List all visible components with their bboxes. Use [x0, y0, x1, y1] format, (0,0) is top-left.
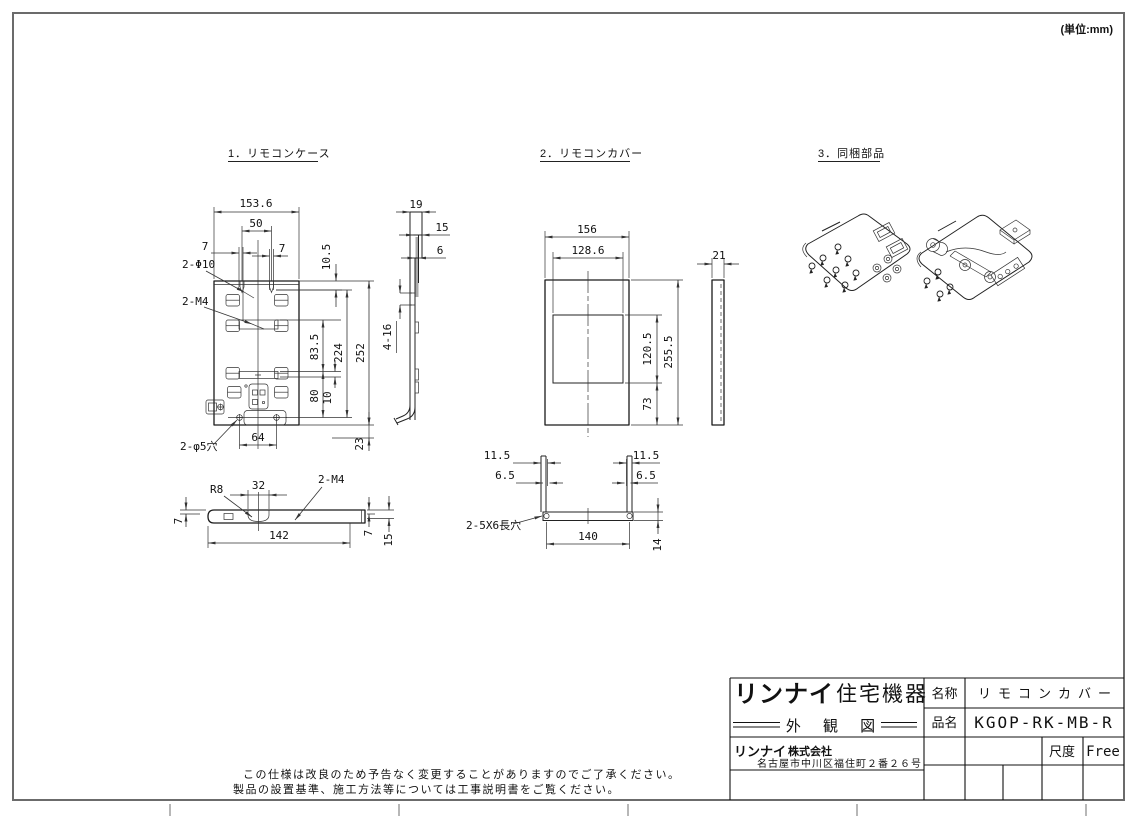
case-section-heading: 1．リモコンケース: [228, 147, 331, 160]
dim-label: R8: [210, 483, 223, 496]
company-type: 株式会社: [788, 744, 832, 758]
case-body-outline: [213, 280, 300, 426]
note-line: 製品の設置基準、施工方法等については工事説明書をご覧ください。: [233, 782, 620, 796]
cover-side-view: 21: [697, 249, 739, 426]
dim-label: 2-M4: [318, 473, 345, 486]
side-clips: [414, 321, 419, 394]
fold-marks: [169, 804, 1087, 816]
dim-label: 10.5: [320, 244, 333, 271]
dim-label: 23: [353, 437, 366, 450]
dim-label: 255.5: [662, 335, 675, 368]
parts-section-heading: 3．同梱部品: [818, 146, 885, 160]
bar-part: [949, 250, 992, 278]
case-front-view: [205, 226, 300, 449]
cover-front-view: 156 128.6 120.5 255.5 73: [544, 223, 683, 437]
cover-section-heading: 2．リモコンカバー: [540, 147, 643, 160]
cover-side-outline: [711, 279, 725, 426]
cover-bottom-view: 11.5 11.5 6.5 6.5 2-5X6長穴 140 14: [466, 449, 664, 552]
dim-label: 7: [202, 240, 209, 253]
case-bottom-outline: [207, 509, 366, 524]
brand-logo: リンナイ: [734, 681, 834, 708]
dim-label: 142: [269, 529, 289, 542]
scale-label: 尺度: [1049, 744, 1075, 759]
dim-label: 19: [409, 198, 422, 211]
dim-label: 83.5: [308, 334, 321, 361]
sheet-frame: (単位:mm): [12, 12, 1125, 816]
dim-label: 11.5: [633, 449, 660, 462]
washers: [872, 254, 902, 283]
dim-label: 15: [435, 221, 448, 234]
dim-label: 2-φ5穴: [180, 439, 218, 453]
dim-label: 7: [362, 530, 375, 537]
dim-label: 15: [382, 533, 395, 546]
name-label: 名称: [931, 686, 957, 701]
block-part: [999, 219, 1031, 245]
dim-label: 2-5X6長穴: [466, 518, 521, 532]
dim-label: 64: [251, 431, 265, 444]
dim-label: 140: [578, 530, 598, 543]
dim-label: 50: [249, 217, 262, 230]
dim-label: 73: [641, 397, 654, 410]
title-block: リンナイ 住宅機器 外 観 図 リンナイ 株式会社 名古屋市中川区福住町２番２６…: [729, 677, 1124, 800]
company-address: 名古屋市中川区福住町２番２６号: [757, 757, 922, 770]
bracket-plate: [990, 256, 1026, 287]
connector-box: [248, 383, 269, 410]
dim-label: 7: [172, 518, 185, 525]
upper-slot: [238, 319, 279, 330]
dim-label: 11.5: [484, 449, 511, 462]
dim-label: 224: [332, 343, 345, 363]
dim-label: 10: [321, 391, 334, 404]
dim-label: 21: [712, 249, 725, 262]
dim-label: 80: [308, 389, 321, 402]
dim-label: 120.5: [641, 332, 654, 365]
case-section: 1．リモコンケース: [172, 147, 450, 548]
drawing-type: 外 観 図: [786, 718, 884, 735]
cover-section: 2．リモコンカバー 156 128.6 120.5 255.5 73 21: [466, 147, 739, 552]
notes: この仕様は改良のため予告なく変更することがありますのでご了承ください。 製品の設…: [233, 767, 681, 796]
company-logo: リンナイ: [734, 744, 786, 759]
dim-label: 153.6: [239, 197, 272, 210]
dim-label: 2-M4: [182, 295, 209, 308]
dim-label: 32: [252, 479, 265, 492]
dim-label: 6.5: [636, 469, 656, 482]
model-value: KGOP-RK-MB-R: [974, 713, 1114, 732]
dim-label: 6.5: [495, 469, 515, 482]
parts-bag-1: [802, 213, 911, 293]
dim-label: 156: [577, 223, 597, 236]
brand-suffix: 住宅機器: [836, 683, 928, 706]
name-value: リモコンカバー: [978, 686, 1118, 701]
dim-label: 2-Φ10: [182, 258, 215, 271]
left-tab: [205, 399, 225, 415]
unit-note: (単位:mm): [1060, 22, 1113, 36]
case-bottom-view: R8 32 2-M4 142 7 7 15: [172, 473, 395, 548]
dim-label: 128.6: [571, 244, 604, 257]
dim-label: 4-16: [381, 324, 394, 351]
dim-label: 6: [437, 244, 444, 257]
dim-label: 252: [354, 343, 367, 363]
case-side-view: 19 15 6 4-16: [381, 198, 450, 426]
dim-label: 14: [651, 538, 664, 552]
grommets: [959, 259, 996, 283]
case-front-dimensions: 153.6 50 7 7 10.5 83.5 224 252 80 10 23 …: [180, 197, 374, 453]
parts-bag-2: [916, 214, 1033, 302]
clip-slots: [225, 294, 289, 399]
roll-part: [926, 238, 1007, 256]
note-line: この仕様は改良のため予告なく変更することがありますのでご了承ください。: [243, 767, 681, 781]
lower-slot: [238, 371, 279, 379]
scale-value: Free: [1086, 744, 1120, 760]
top-mount-holes: [239, 281, 274, 294]
model-label: 品名: [931, 715, 957, 730]
cover-outline: [544, 279, 630, 426]
bottom-hook: [393, 404, 416, 426]
parts-section: 3．同梱部品: [802, 146, 1033, 302]
drawing-type-rules: [733, 721, 917, 728]
dim-label: 7: [279, 242, 286, 255]
